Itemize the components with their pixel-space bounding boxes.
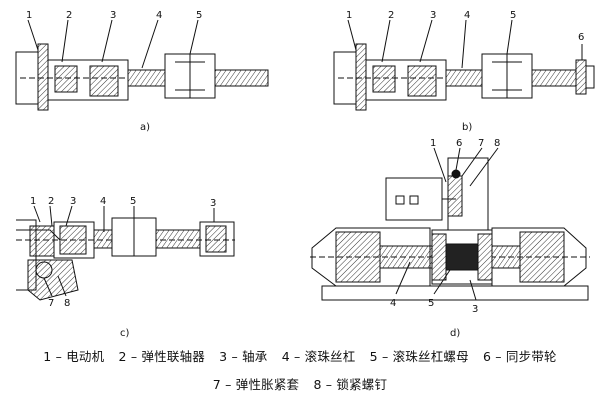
part-label-d-8: 8 (494, 138, 500, 149)
part-label-c-7: 7 (48, 298, 54, 309)
part-label-b-2: 2 (388, 10, 394, 21)
part-label-d-3: 3 (472, 304, 478, 315)
part-label-c-3: 3 (70, 196, 76, 207)
part-label-c-4: 4 (100, 196, 106, 207)
diagram-b (333, 19, 595, 111)
part-label-c-5: 5 (130, 196, 136, 207)
part-label-c-3b: 3 (210, 198, 216, 209)
part-label-b-1: 1 (346, 10, 352, 21)
part-label-d-6: 6 (456, 138, 462, 149)
part-label-a-2: 2 (66, 10, 72, 21)
caption-c: c) (120, 328, 129, 339)
part-label-a-5: 5 (196, 10, 202, 21)
legend-item-3: 3 – 轴承 (219, 349, 268, 364)
caption-d: d) (450, 328, 460, 339)
part-label-c-2: 2 (48, 196, 54, 207)
motor-d (385, 177, 443, 221)
diagram-a (15, 19, 269, 111)
part-label-b-6: 6 (578, 32, 584, 43)
legend-item-8: 8 – 锁紧螺钉 (313, 377, 388, 392)
legend-item-1: 1 – 电动机 (43, 349, 105, 364)
part-label-d-7: 7 (478, 138, 484, 149)
tension-sleeve-c (27, 259, 79, 301)
legend-row-2: 7 – 弹性胀紧套 8 – 锁紧螺钉 (0, 374, 600, 393)
diagram-d (310, 147, 590, 301)
bearing-a (89, 65, 119, 97)
legend-item-2: 2 – 弹性联轴器 (118, 349, 205, 364)
legend-row-1: 1 – 电动机 2 – 弹性联轴器 3 – 轴承 4 – 滚珠丝杠 5 – 滚珠… (0, 346, 600, 365)
legend-item-4: 4 – 滚珠丝杠 (281, 349, 356, 364)
part-label-d-5: 5 (428, 298, 434, 309)
diagram-c (16, 205, 235, 301)
caption-b: b) (462, 122, 472, 133)
legend-item-5: 5 – 滚珠丝杠螺母 (369, 349, 469, 364)
part-label-a-4: 4 (156, 10, 162, 21)
caption-a: a) (140, 122, 150, 133)
part-label-c-1: 1 (30, 196, 36, 207)
bearing-b (407, 65, 437, 97)
end-bearing-c (199, 221, 235, 257)
part-label-b-3: 3 (430, 10, 436, 21)
legend-item-6: 6 – 同步带轮 (482, 349, 557, 364)
part-label-d-1: 1 (430, 138, 436, 149)
part-label-c-8: 8 (64, 298, 70, 309)
end-bearing-b (575, 59, 587, 95)
legend-item-7: 7 – 弹性胀紧套 (212, 377, 300, 392)
part-label-b-5: 5 (510, 10, 516, 21)
coupling-c (29, 225, 55, 257)
part-label-a-3: 3 (110, 10, 116, 21)
part-label-b-4: 4 (464, 10, 470, 21)
part-label-a-1: 1 (26, 10, 32, 21)
part-label-d-4: 4 (390, 298, 396, 309)
